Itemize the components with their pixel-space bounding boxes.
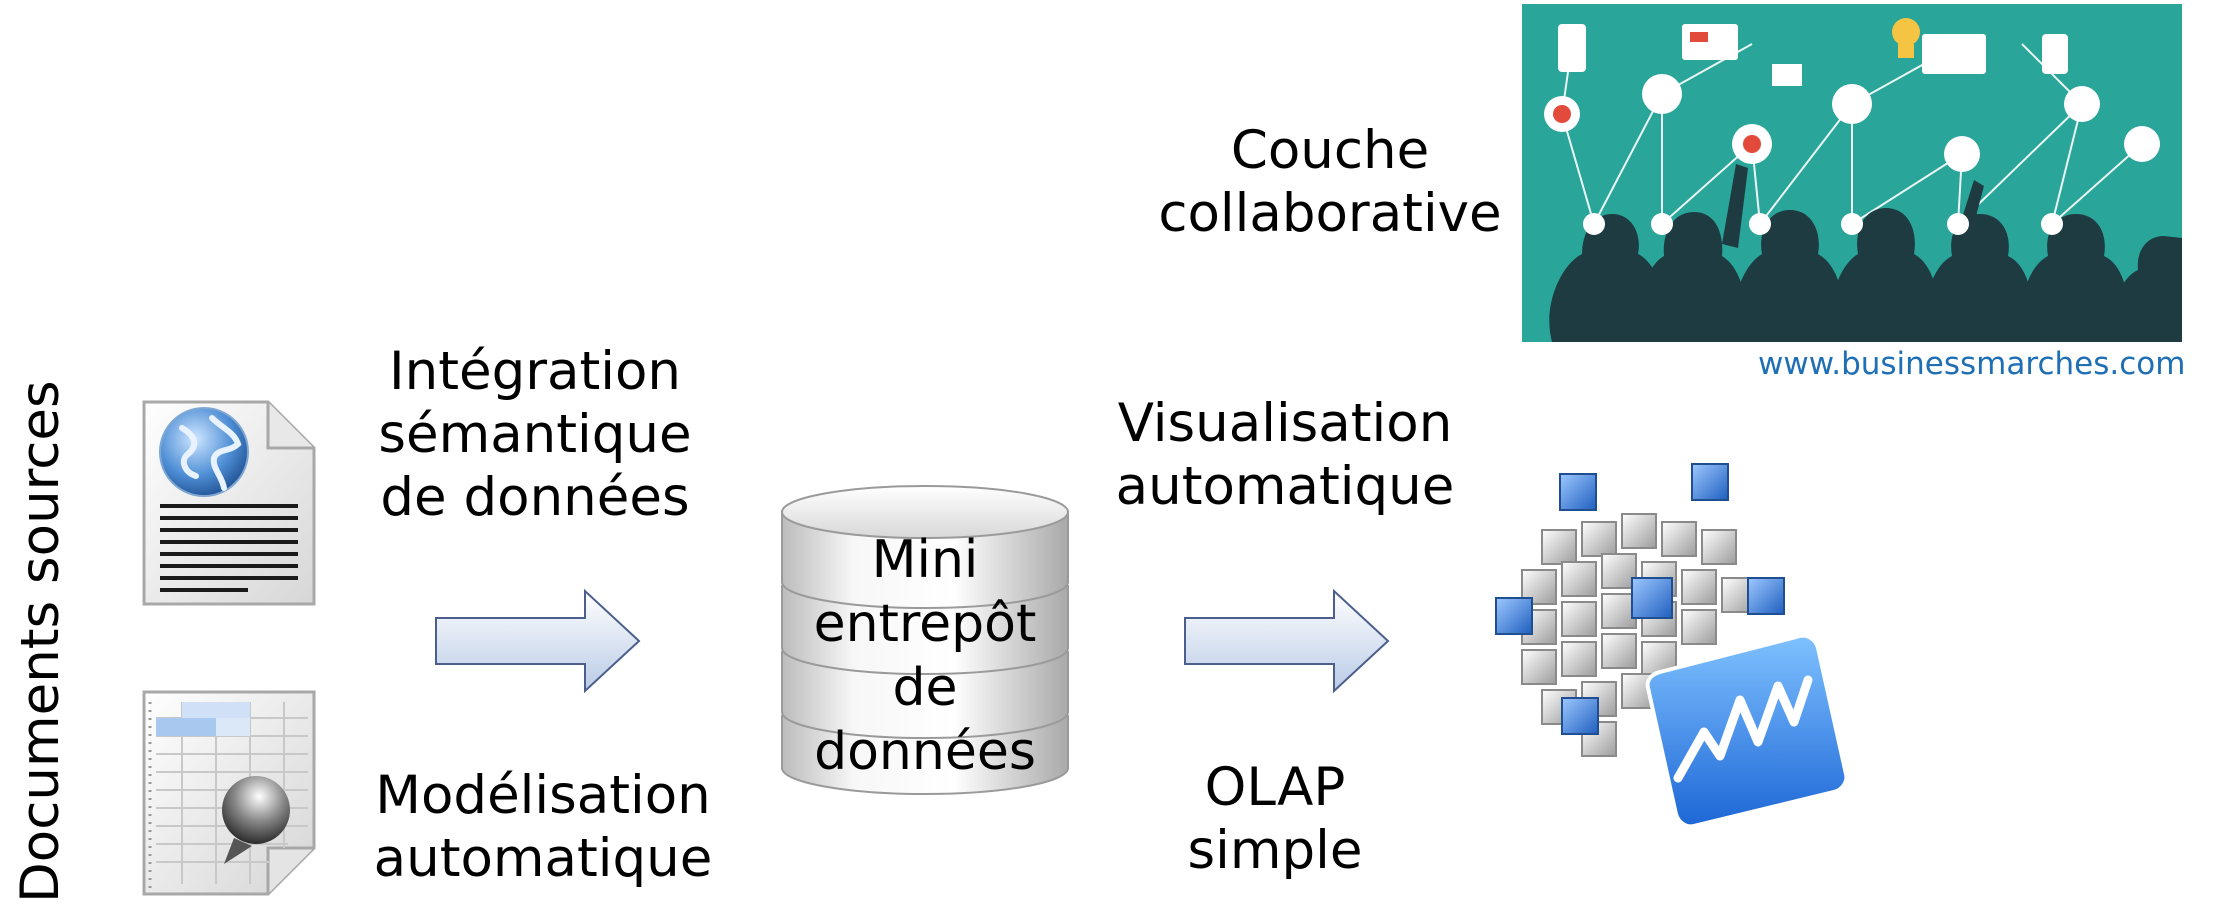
spreadsheet-icon [138, 688, 320, 898]
collaboration-people-icon [1522, 4, 2182, 342]
collaborative-label: Couche collaborative [1158, 120, 1502, 244]
image-credit: www.businessmarches.com [1758, 346, 2186, 382]
integration-label: Intégration sémantique de données [378, 341, 692, 528]
visualization-label: Visualisation automatique [1115, 393, 1455, 517]
right-arrow-icon [1182, 588, 1392, 694]
documents-sources-title: Documents sources [10, 380, 71, 903]
olap-label: OLAP simple [1187, 757, 1363, 881]
right-arrow-icon [433, 588, 643, 694]
globe-document-icon [138, 398, 320, 612]
modeling-label: Modélisation automatique [373, 765, 713, 889]
warehouse-label: Mini entrepôt de données [813, 530, 1037, 782]
database-icon [778, 482, 1072, 798]
olap-cube-icon [1482, 460, 1852, 832]
